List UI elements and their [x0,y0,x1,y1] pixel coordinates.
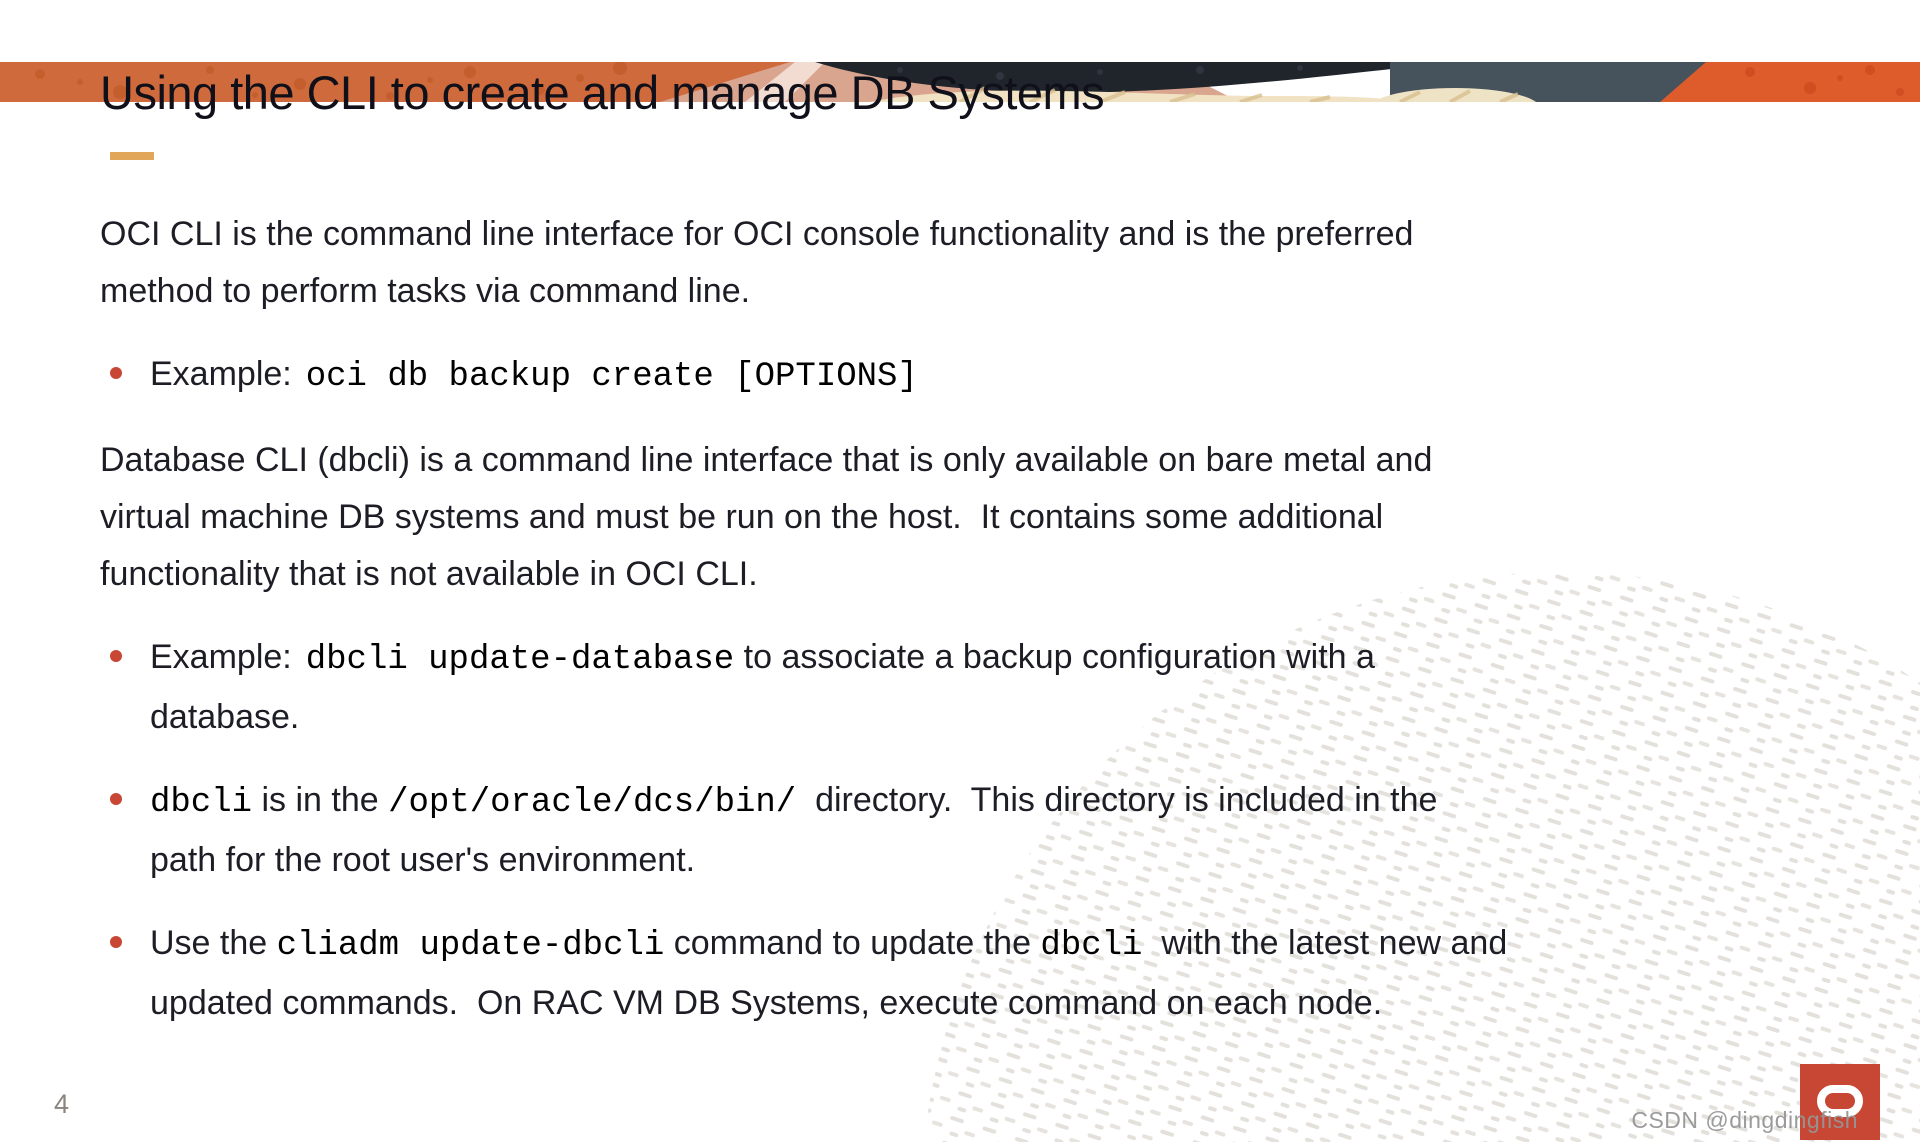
slide: Using the CLI to create and manage DB Sy… [0,62,1920,1142]
bullet-list-2: Example:dbcli update-database to associa… [0,629,1920,1032]
bullet-example-oci: Example: oci db backup create [OPTIONS] [110,346,1510,406]
inline-code-bin-path: /opt/oracle/dcs/bin/ [388,784,797,822]
slide-title: Using the CLI to create and manage DB Sy… [100,66,1105,119]
inline-code-cliadm: cliadm update-dbcli [276,927,665,965]
watermark: CSDN @dingdingfish [1631,1107,1858,1133]
paragraph-dbcli: Database CLI (dbcli) is a command line i… [100,441,1442,593]
inline-code-dbcli: dbcli [150,784,253,822]
bullet-cliadm-update: Use the cliadm update-dbcli command to u… [110,915,1510,1032]
bullet-label: Example: [150,355,292,393]
header-artwork [0,62,1920,102]
header-artwork-band [0,62,1920,102]
inline-code-dbcli-2: dbcli [1040,927,1143,965]
bullet-example-dbcli: Example:dbcli update-database to associa… [110,629,1510,746]
bullet-label: Example: [150,638,292,676]
title-accent-dash [110,152,154,160]
inline-code-oci-backup: oci db backup create [OPTIONS] [305,358,918,396]
bullet-text: command to update the [664,924,1041,962]
paragraph-oci-cli: OCI CLI is the command line interface fo… [100,215,1423,310]
bullet-text: Use the [150,924,277,962]
page-number: 4 [54,1089,70,1119]
bullet-list-1: Example: oci db backup create [OPTIONS] [0,346,1920,406]
bullet-text: is in the [252,781,389,819]
slide-content: Using the CLI to create and manage DB Sy… [0,62,1920,1032]
inline-code-update-database: dbcli update-database [305,641,735,679]
bullet-dbcli-path: dbcli is in the /opt/oracle/dcs/bin/ dir… [110,772,1510,889]
